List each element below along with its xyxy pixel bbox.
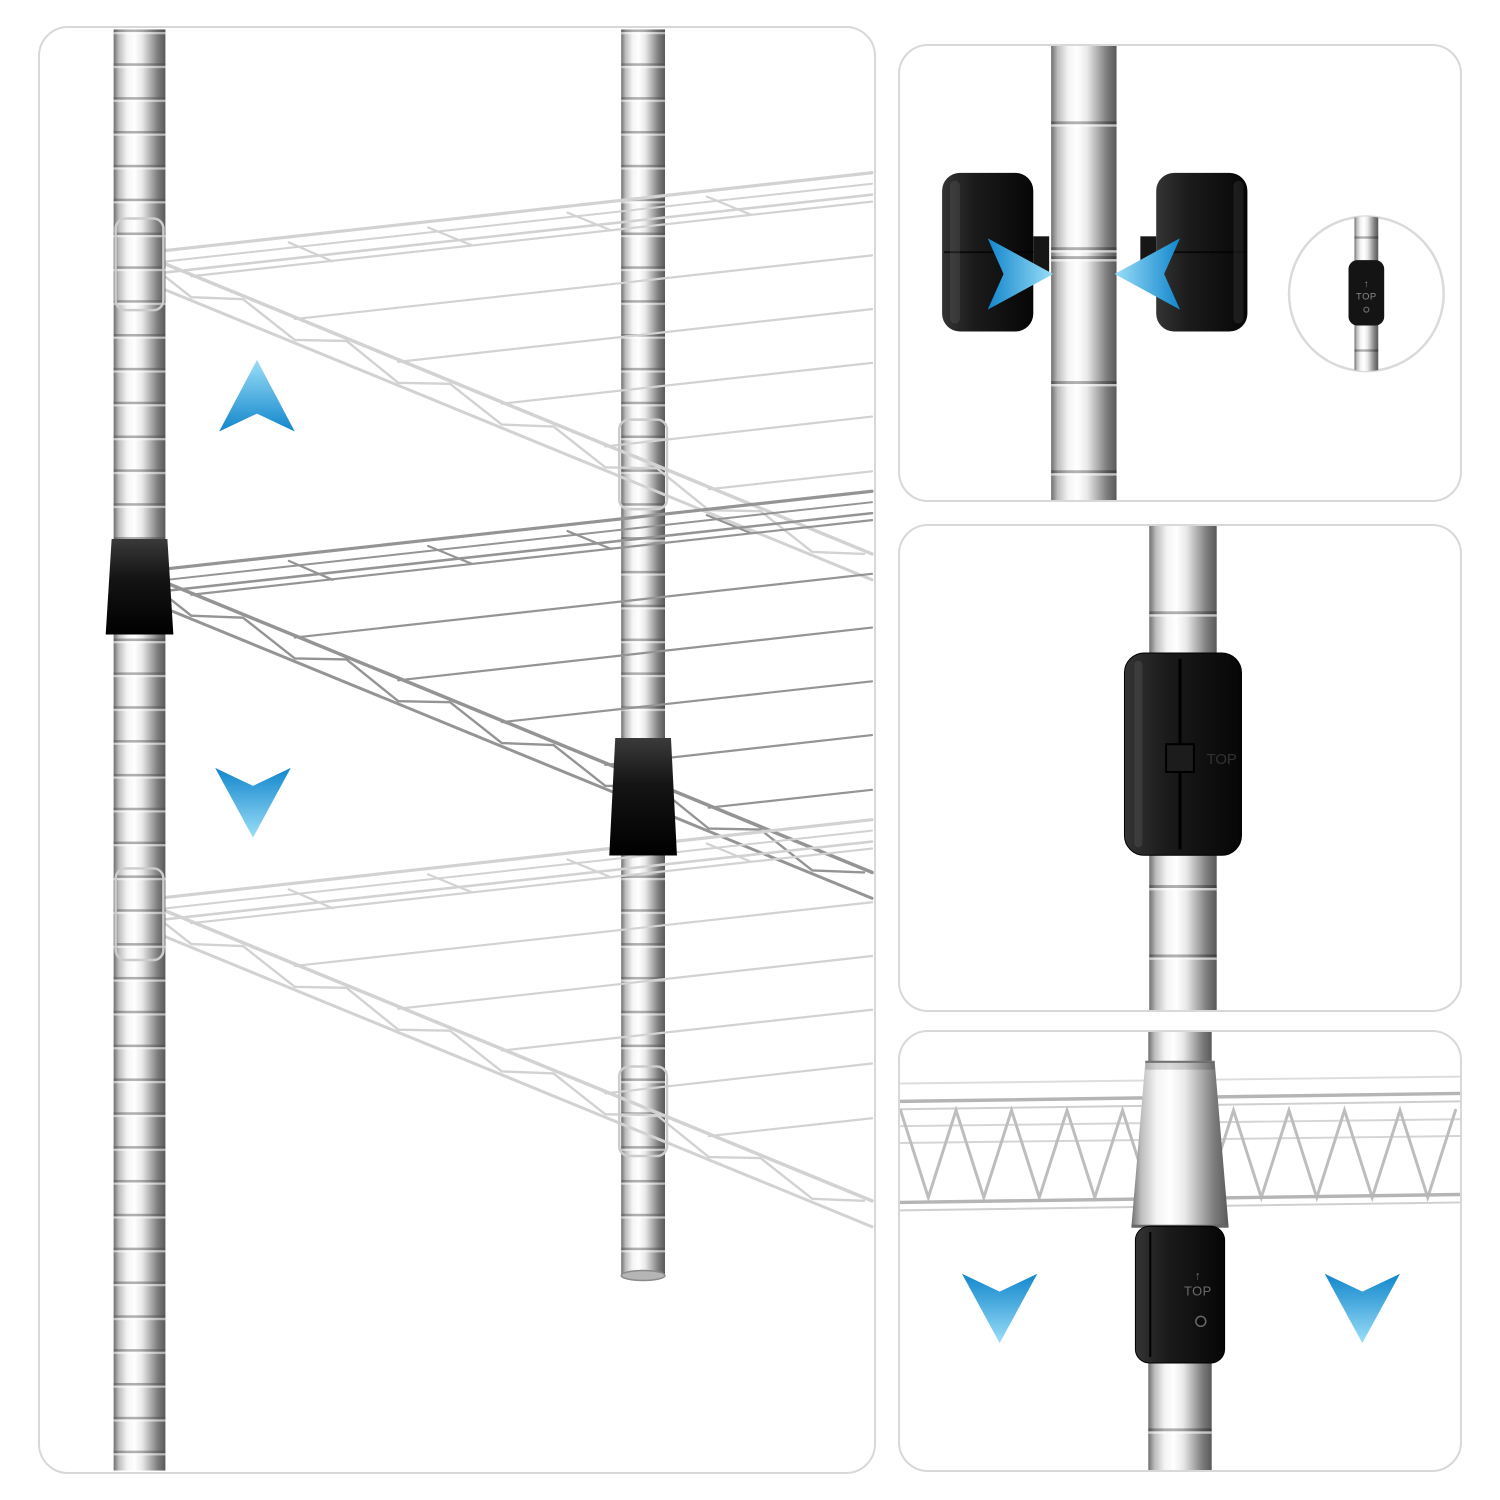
panel-sleeve-assembled: TOP — [898, 524, 1462, 1012]
inset-sleeve — [1348, 260, 1385, 326]
shelf-collar-silver — [1131, 1060, 1229, 1228]
front-pole — [113, 29, 166, 1471]
arrow-down-icon — [961, 1273, 1038, 1344]
ghost-sleeve — [114, 217, 165, 312]
pole-joints — [1051, 121, 1117, 476]
arrow-up-icon — [219, 359, 295, 432]
split-sleeve-assembled: ↑ TOP — [1134, 1225, 1226, 1364]
arrow-down-icon — [1324, 1273, 1400, 1344]
pole — [1051, 46, 1117, 500]
sleeve-screw — [1195, 1315, 1207, 1328]
sleeve-top-label: TOP — [1184, 1284, 1212, 1299]
panel-shelf-lock: ↑ TOP — [898, 1030, 1462, 1472]
sleeve-latch-tab — [1165, 743, 1195, 773]
split-sleeve-right-half — [1140, 172, 1248, 332]
sleeve-assembled-illustration: TOP — [1123, 526, 1242, 1010]
shelf-collar-black — [105, 539, 174, 635]
arrow-down-icon — [215, 767, 291, 838]
sleeve-screw — [1363, 306, 1370, 313]
wire-shelf-middle — [137, 489, 874, 901]
sleeve-top-arrow: ↑ — [1364, 279, 1369, 290]
shelving-illustration — [105, 29, 874, 1471]
ghost-sleeve — [617, 1065, 669, 1158]
panel-clip-attach: ↑ TOP — [898, 44, 1462, 502]
shelf-collar-black — [609, 738, 677, 856]
wire-shelf-bottom — [137, 817, 874, 1229]
ghost-sleeve — [114, 867, 165, 962]
panel-shelf-height-adjust — [38, 26, 876, 1474]
ghost-sleeve — [617, 418, 669, 511]
split-sleeve-assembled: TOP — [1123, 652, 1242, 856]
sleeve-top-arrow: ↑ — [1195, 1269, 1201, 1283]
sleeve-top-label: TOP — [1207, 752, 1237, 768]
shelf-lock-illustration: ↑ TOP — [900, 1032, 1460, 1470]
clip-attach-illustration: ↑ TOP — [942, 46, 1445, 500]
detail-circle-inset: ↑ TOP — [1287, 215, 1445, 373]
sleeve-top-label: TOP — [1356, 291, 1377, 302]
